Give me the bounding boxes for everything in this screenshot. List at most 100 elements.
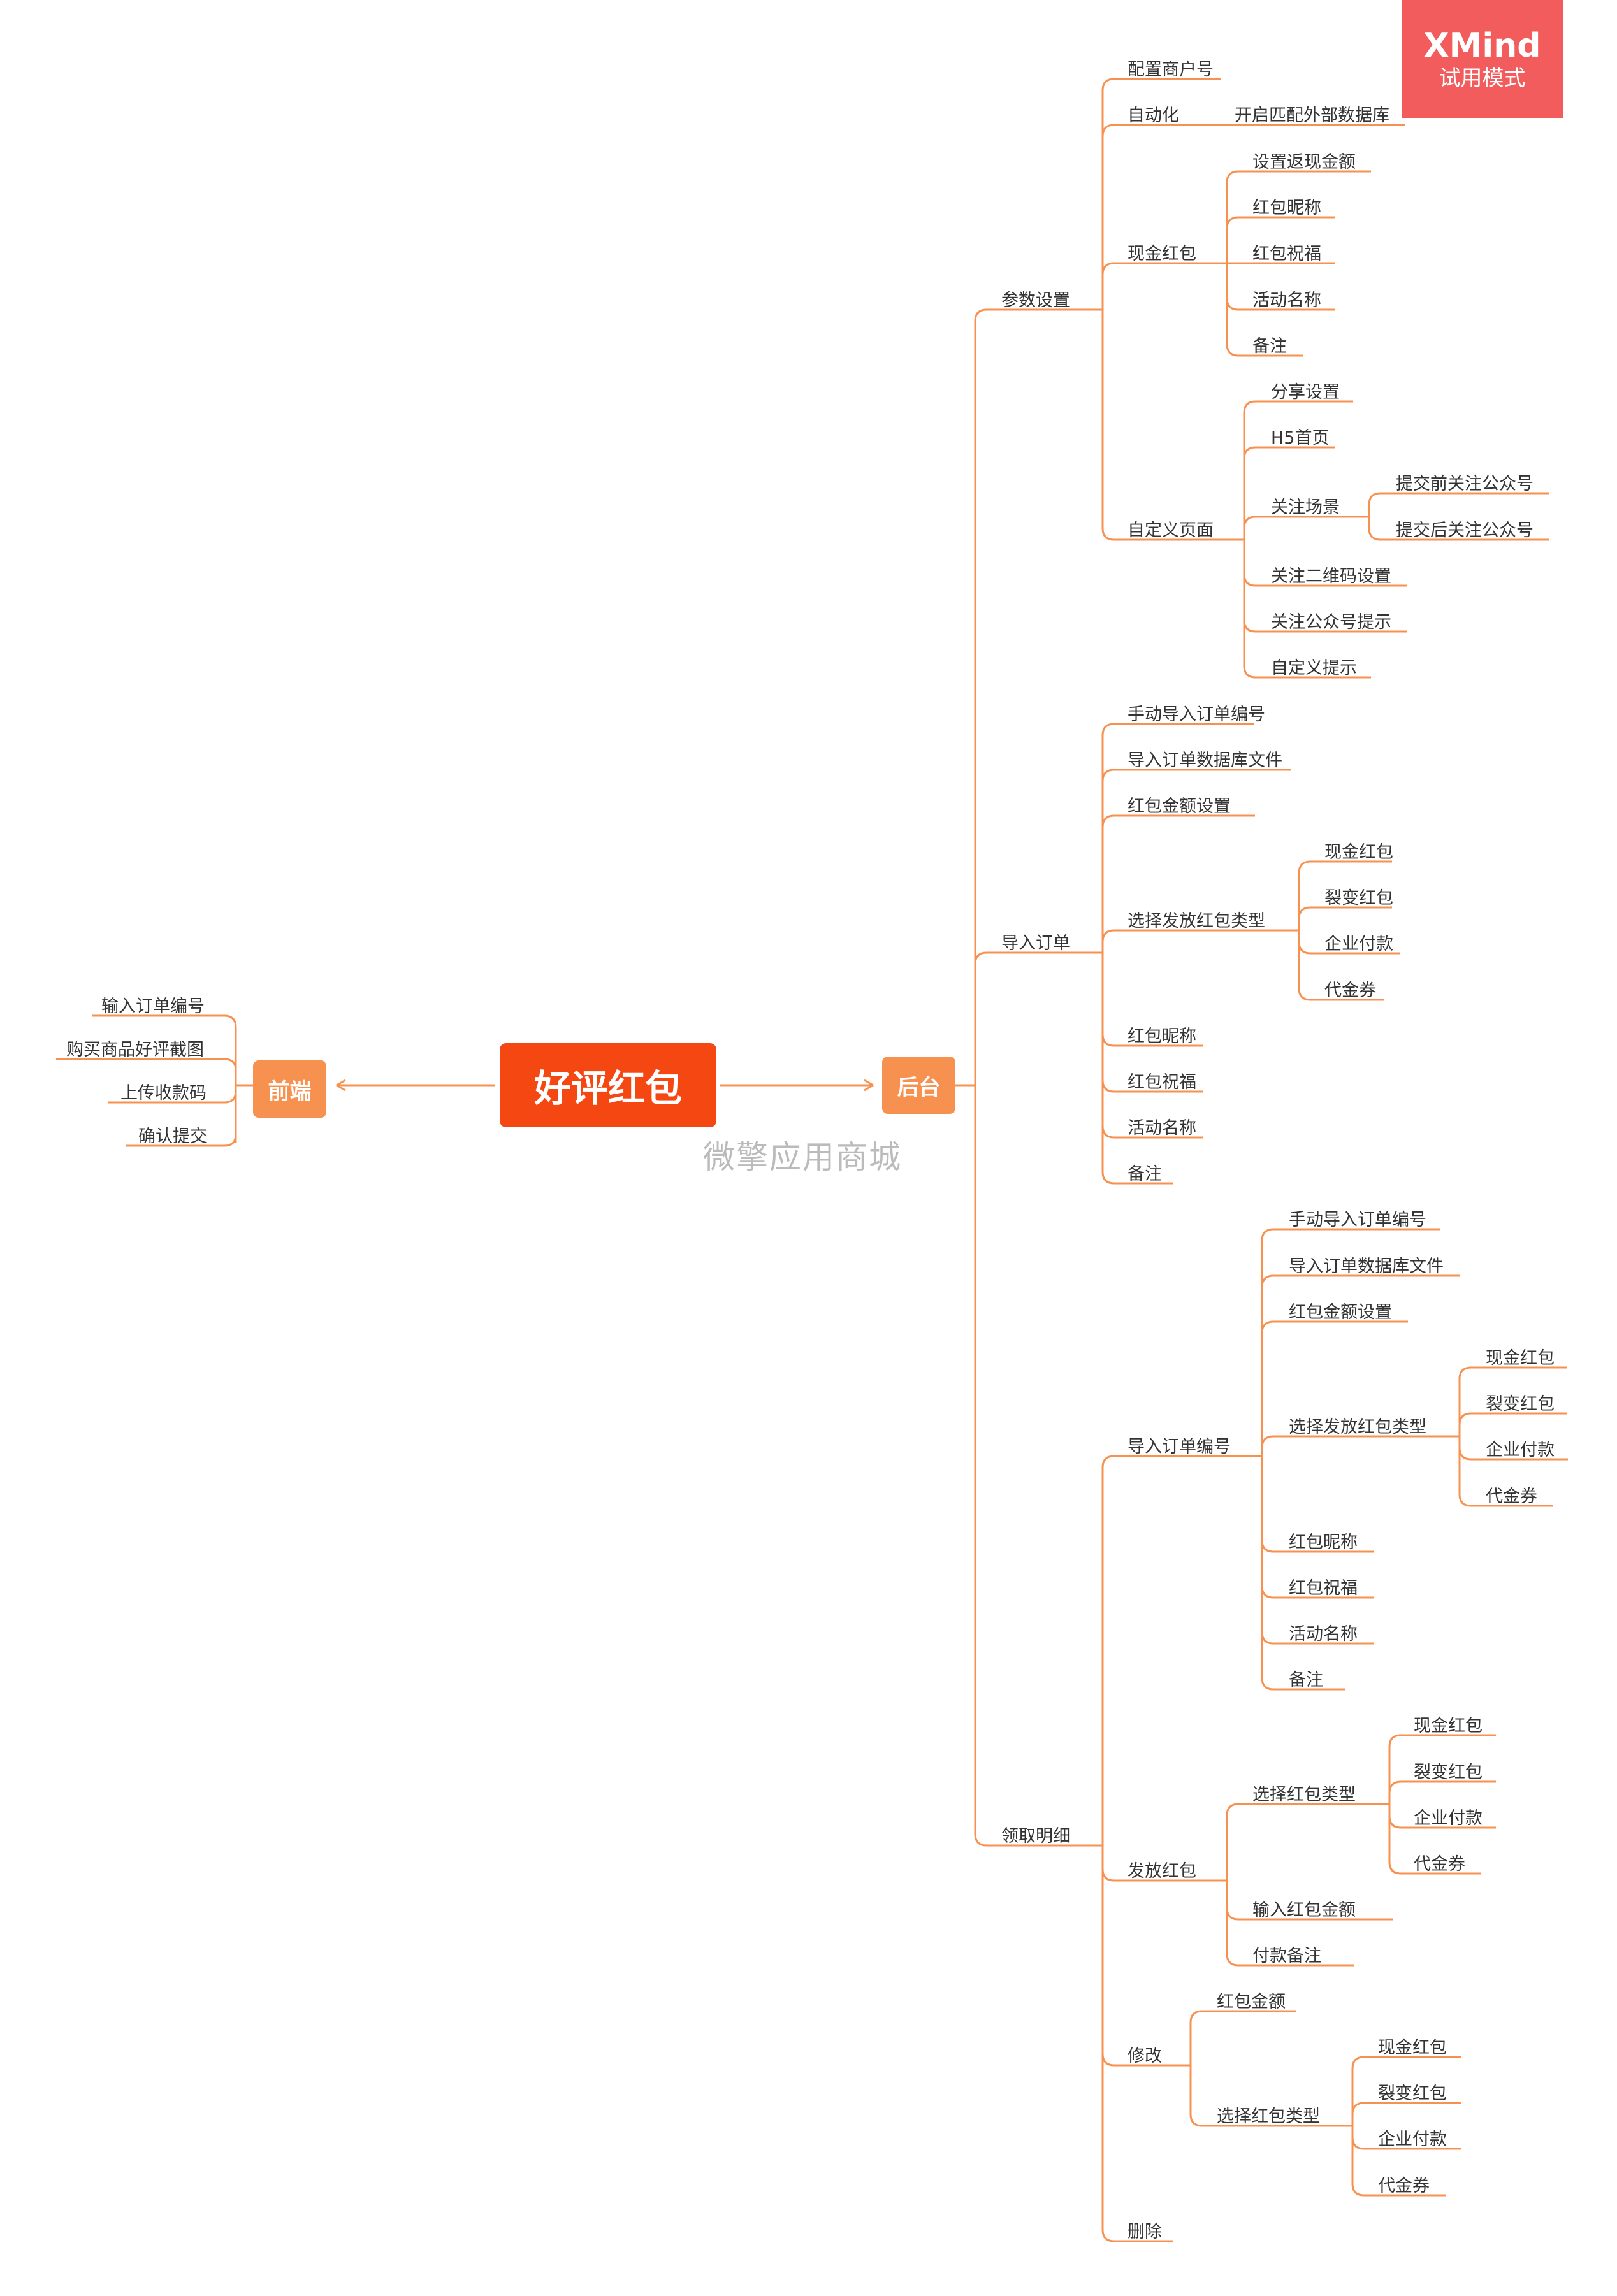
send-type[interactable]: 选择红包类型 — [1252, 1785, 1356, 1805]
topic-modify[interactable]: 修改 — [1128, 2046, 1162, 2066]
importno-item[interactable]: 红包昵称 — [1289, 1533, 1358, 1552]
follow-item[interactable]: 提交前关注公众号 — [1396, 474, 1534, 494]
topic-delete[interactable]: 删除 — [1128, 2222, 1162, 2242]
modify-amount[interactable]: 红包金额 — [1217, 1992, 1286, 2012]
type-item[interactable]: 代金券 — [1486, 1487, 1537, 1506]
modify-type[interactable]: 选择红包类型 — [1217, 2107, 1320, 2126]
topic-external-db[interactable]: 开启匹配外部数据库 — [1235, 106, 1389, 126]
type-item[interactable]: 现金红包 — [1486, 1348, 1555, 1368]
connector-line — [1388, 1780, 1496, 1794]
type-item[interactable]: 代金券 — [1324, 981, 1376, 1000]
topic-merchant[interactable]: 配置商户号 — [1128, 60, 1214, 80]
connector-line — [1101, 1171, 1173, 1185]
connector-line — [1101, 1455, 1238, 1468]
connector-line — [1226, 1907, 1393, 1921]
import-item[interactable]: 红包昵称 — [1128, 1027, 1196, 1046]
custom-item[interactable]: 关注公众号提示 — [1271, 612, 1391, 632]
importno-item[interactable]: 活动名称 — [1289, 1624, 1358, 1644]
connector-line — [1368, 528, 1549, 541]
type-item[interactable]: 企业付款 — [1378, 2130, 1447, 2149]
custom-item[interactable]: 自定义提示 — [1271, 658, 1357, 678]
connector-line — [1261, 1320, 1408, 1334]
topic-params[interactable]: 参数设置 — [1001, 291, 1070, 310]
custom-item[interactable]: 关注二维码设置 — [1271, 567, 1391, 586]
import-item[interactable]: 手动导入订单编号 — [1128, 705, 1265, 725]
custom-item[interactable]: 分享设置 — [1271, 382, 1340, 402]
frontend-item[interactable]: 输入订单编号 — [101, 997, 205, 1016]
frontend-item[interactable]: 确认提交 — [138, 1127, 207, 1146]
type-item[interactable]: 现金红包 — [1414, 1716, 1483, 1736]
import-item[interactable]: 备注 — [1128, 1164, 1162, 1184]
connector-line — [1298, 941, 1400, 955]
connector-line — [1189, 2114, 1352, 2127]
cash-item[interactable]: 红包祝福 — [1252, 244, 1321, 264]
type-item[interactable]: 企业付款 — [1324, 934, 1393, 954]
root-topic[interactable]: 好评红包 — [500, 1043, 716, 1127]
type-item[interactable]: 代金券 — [1378, 2176, 1430, 2196]
connector-line — [1101, 2229, 1173, 2242]
frontend-item[interactable]: 购买商品好评截图 — [66, 1040, 204, 1060]
type-item[interactable]: 现金红包 — [1378, 2038, 1447, 2058]
importno-item[interactable]: 红包祝福 — [1289, 1578, 1358, 1598]
cash-item[interactable]: 红包昵称 — [1252, 198, 1321, 218]
cash-item[interactable]: 备注 — [1252, 336, 1287, 356]
connector-line — [1101, 929, 1298, 942]
connector-line — [1458, 1412, 1567, 1426]
topic-cash[interactable]: 现金红包 — [1128, 244, 1196, 264]
cash-item[interactable]: 设置返现金额 — [1252, 152, 1356, 172]
topic-detail[interactable]: 领取明细 — [1001, 1826, 1070, 1846]
connector-line — [1351, 2102, 1461, 2115]
custom-item[interactable]: 关注场景 — [1271, 498, 1340, 517]
importno-item[interactable]: 导入订单数据库文件 — [1289, 1257, 1444, 1276]
connector-line — [1351, 2183, 1446, 2197]
connector-line — [1101, 723, 1254, 736]
connector-line — [1261, 1435, 1460, 1448]
connector-line — [1243, 665, 1371, 679]
connector-line — [1368, 492, 1549, 505]
type-item[interactable]: 裂变红包 — [1378, 2084, 1447, 2104]
type-item[interactable]: 企业付款 — [1486, 1440, 1555, 1460]
connector-line — [974, 951, 1078, 965]
connector-line — [1226, 1953, 1354, 1967]
send-amount[interactable]: 输入红包金额 — [1252, 1900, 1356, 1920]
import-item[interactable]: 红包祝福 — [1128, 1072, 1196, 1092]
import-type[interactable]: 选择发放红包类型 — [1128, 911, 1265, 931]
connector-line — [1243, 446, 1335, 459]
connector-line — [1243, 619, 1407, 633]
cash-item[interactable]: 活动名称 — [1252, 291, 1321, 310]
follow-item[interactable]: 提交后关注公众号 — [1396, 521, 1534, 540]
connector-line — [1298, 860, 1392, 874]
connector-line — [1243, 516, 1353, 529]
import-item[interactable]: 红包金额设置 — [1128, 797, 1231, 816]
importno-item[interactable]: 手动导入订单编号 — [1289, 1210, 1426, 1230]
trial-mode-text: 试用模式 — [1439, 66, 1526, 91]
topic-import-no[interactable]: 导入订单编号 — [1128, 1437, 1231, 1457]
connector-line — [1261, 1228, 1440, 1241]
topic-send[interactable]: 发放红包 — [1128, 1861, 1196, 1881]
import-item[interactable]: 活动名称 — [1128, 1118, 1196, 1138]
type-item[interactable]: 裂变红包 — [1414, 1763, 1483, 1782]
xmind-trial-badge: XMind 试用模式 — [1402, 0, 1563, 118]
importno-item[interactable]: 备注 — [1289, 1670, 1323, 1690]
type-item[interactable]: 裂变红包 — [1486, 1394, 1555, 1414]
topic-auto[interactable]: 自动化 — [1128, 106, 1179, 126]
connector-line — [1298, 988, 1384, 1001]
connector-line — [1226, 343, 1303, 357]
type-item[interactable]: 裂变红包 — [1324, 888, 1393, 908]
backend-topic[interactable]: 后台 — [882, 1057, 955, 1114]
frontend-topic[interactable]: 前端 — [253, 1060, 326, 1118]
import-item[interactable]: 导入订单数据库文件 — [1128, 751, 1282, 770]
send-remark[interactable]: 付款备注 — [1252, 1946, 1321, 1966]
frontend-item[interactable]: 上传收款码 — [120, 1083, 207, 1103]
type-item[interactable]: 企业付款 — [1414, 1809, 1483, 1828]
topic-custom-page[interactable]: 自定义页面 — [1128, 521, 1214, 540]
topic-import[interactable]: 导入订单 — [1001, 934, 1070, 953]
connector-line — [1261, 1585, 1374, 1599]
type-item[interactable]: 代金券 — [1414, 1854, 1465, 1874]
type-item[interactable]: 现金红包 — [1324, 842, 1393, 862]
importno-item[interactable]: 红包金额设置 — [1289, 1303, 1392, 1322]
importno-type[interactable]: 选择发放红包类型 — [1289, 1417, 1426, 1437]
connector-line — [1351, 2056, 1461, 2069]
custom-item[interactable]: H5首页 — [1271, 428, 1330, 448]
